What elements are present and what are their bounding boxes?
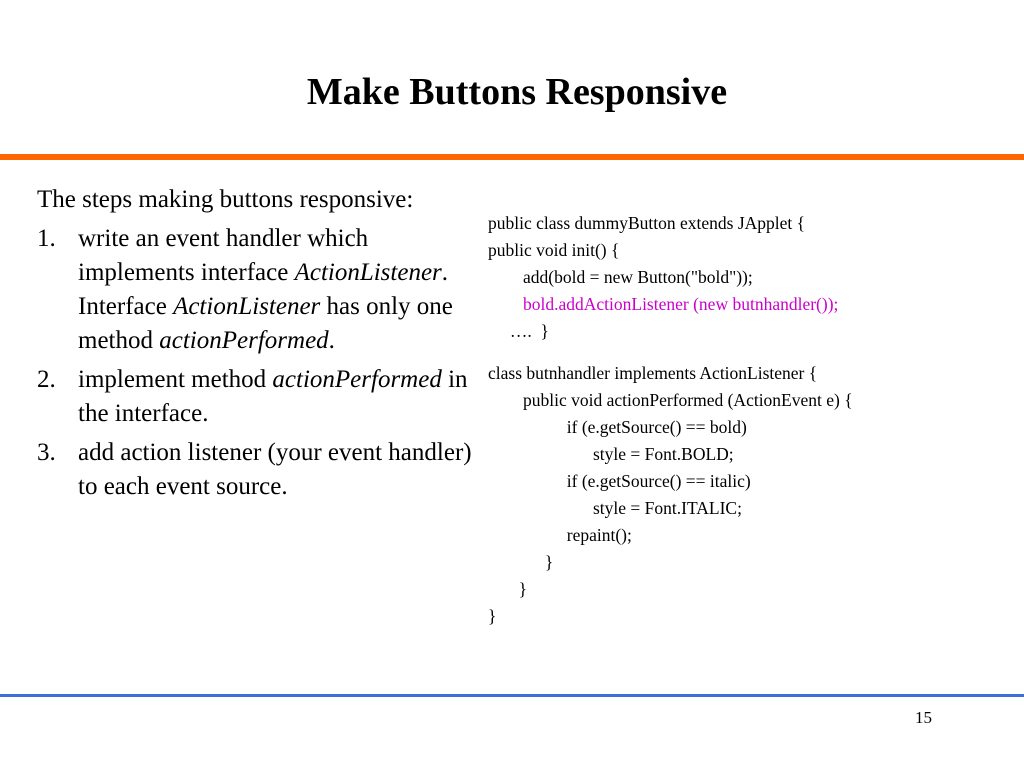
code-line: style = Font.BOLD; xyxy=(488,444,734,464)
step-item-3: 3. add action listener (your event handle… xyxy=(37,436,477,504)
body-text: The steps making buttons responsive: 1. w… xyxy=(37,183,477,509)
code-line: public void init() { xyxy=(488,240,620,260)
code-line-highlighted: bold.addActionListener (new butnhandler(… xyxy=(488,294,839,314)
step-item-1: 1. write an event handler which implement… xyxy=(37,222,477,358)
code-line: } xyxy=(488,606,497,626)
code-line: } xyxy=(488,579,528,599)
step-number: 1. xyxy=(37,225,56,252)
code-line: repaint(); xyxy=(488,525,632,545)
step-term: actionPerformed xyxy=(159,327,329,354)
code-line: if (e.getSource() == bold) xyxy=(488,417,747,437)
code-line: …. } xyxy=(488,321,549,341)
slide-title: Make Buttons Responsive xyxy=(306,71,728,113)
step-text: write an event handler which implements … xyxy=(78,225,369,286)
intro-text: The steps making buttons responsive: xyxy=(37,186,414,213)
step-term: actionPerformed xyxy=(272,366,442,393)
step-term: ActionListener xyxy=(294,259,442,286)
step-text: has only one method xyxy=(78,293,453,354)
code-line: public class dummyButton extends JApplet… xyxy=(488,213,806,233)
footer-divider xyxy=(0,694,1024,697)
code-spacer xyxy=(488,345,1008,360)
step-text: implement method xyxy=(78,366,273,393)
step-text: in the interface. xyxy=(78,366,468,427)
step-number: 2. xyxy=(37,366,56,393)
step-text: . Interface xyxy=(78,259,449,320)
page-number: 15 xyxy=(915,708,932,727)
code-example: public class dummyButton extends JApplet… xyxy=(488,210,1008,630)
title-divider xyxy=(0,154,1024,160)
code-line: style = Font.ITALIC; xyxy=(488,498,742,518)
code-line: class butnhandler implements ActionListe… xyxy=(488,363,818,383)
code-line: } xyxy=(488,552,554,572)
code-line: public void actionPerformed (ActionEvent… xyxy=(488,390,853,410)
step-text: . xyxy=(328,327,335,354)
code-line: if (e.getSource() == italic) xyxy=(488,471,751,491)
step-term: ActionListener xyxy=(173,293,321,320)
code-line: add(bold = new Button("bold")); xyxy=(488,267,753,287)
step-item-2: 2. implement method actionPerformed in th… xyxy=(37,363,477,431)
step-text: add action listener (your event handler)… xyxy=(78,439,472,500)
step-number: 3. xyxy=(37,439,56,466)
steps-list: 1. write an event handler which implement… xyxy=(37,222,477,504)
